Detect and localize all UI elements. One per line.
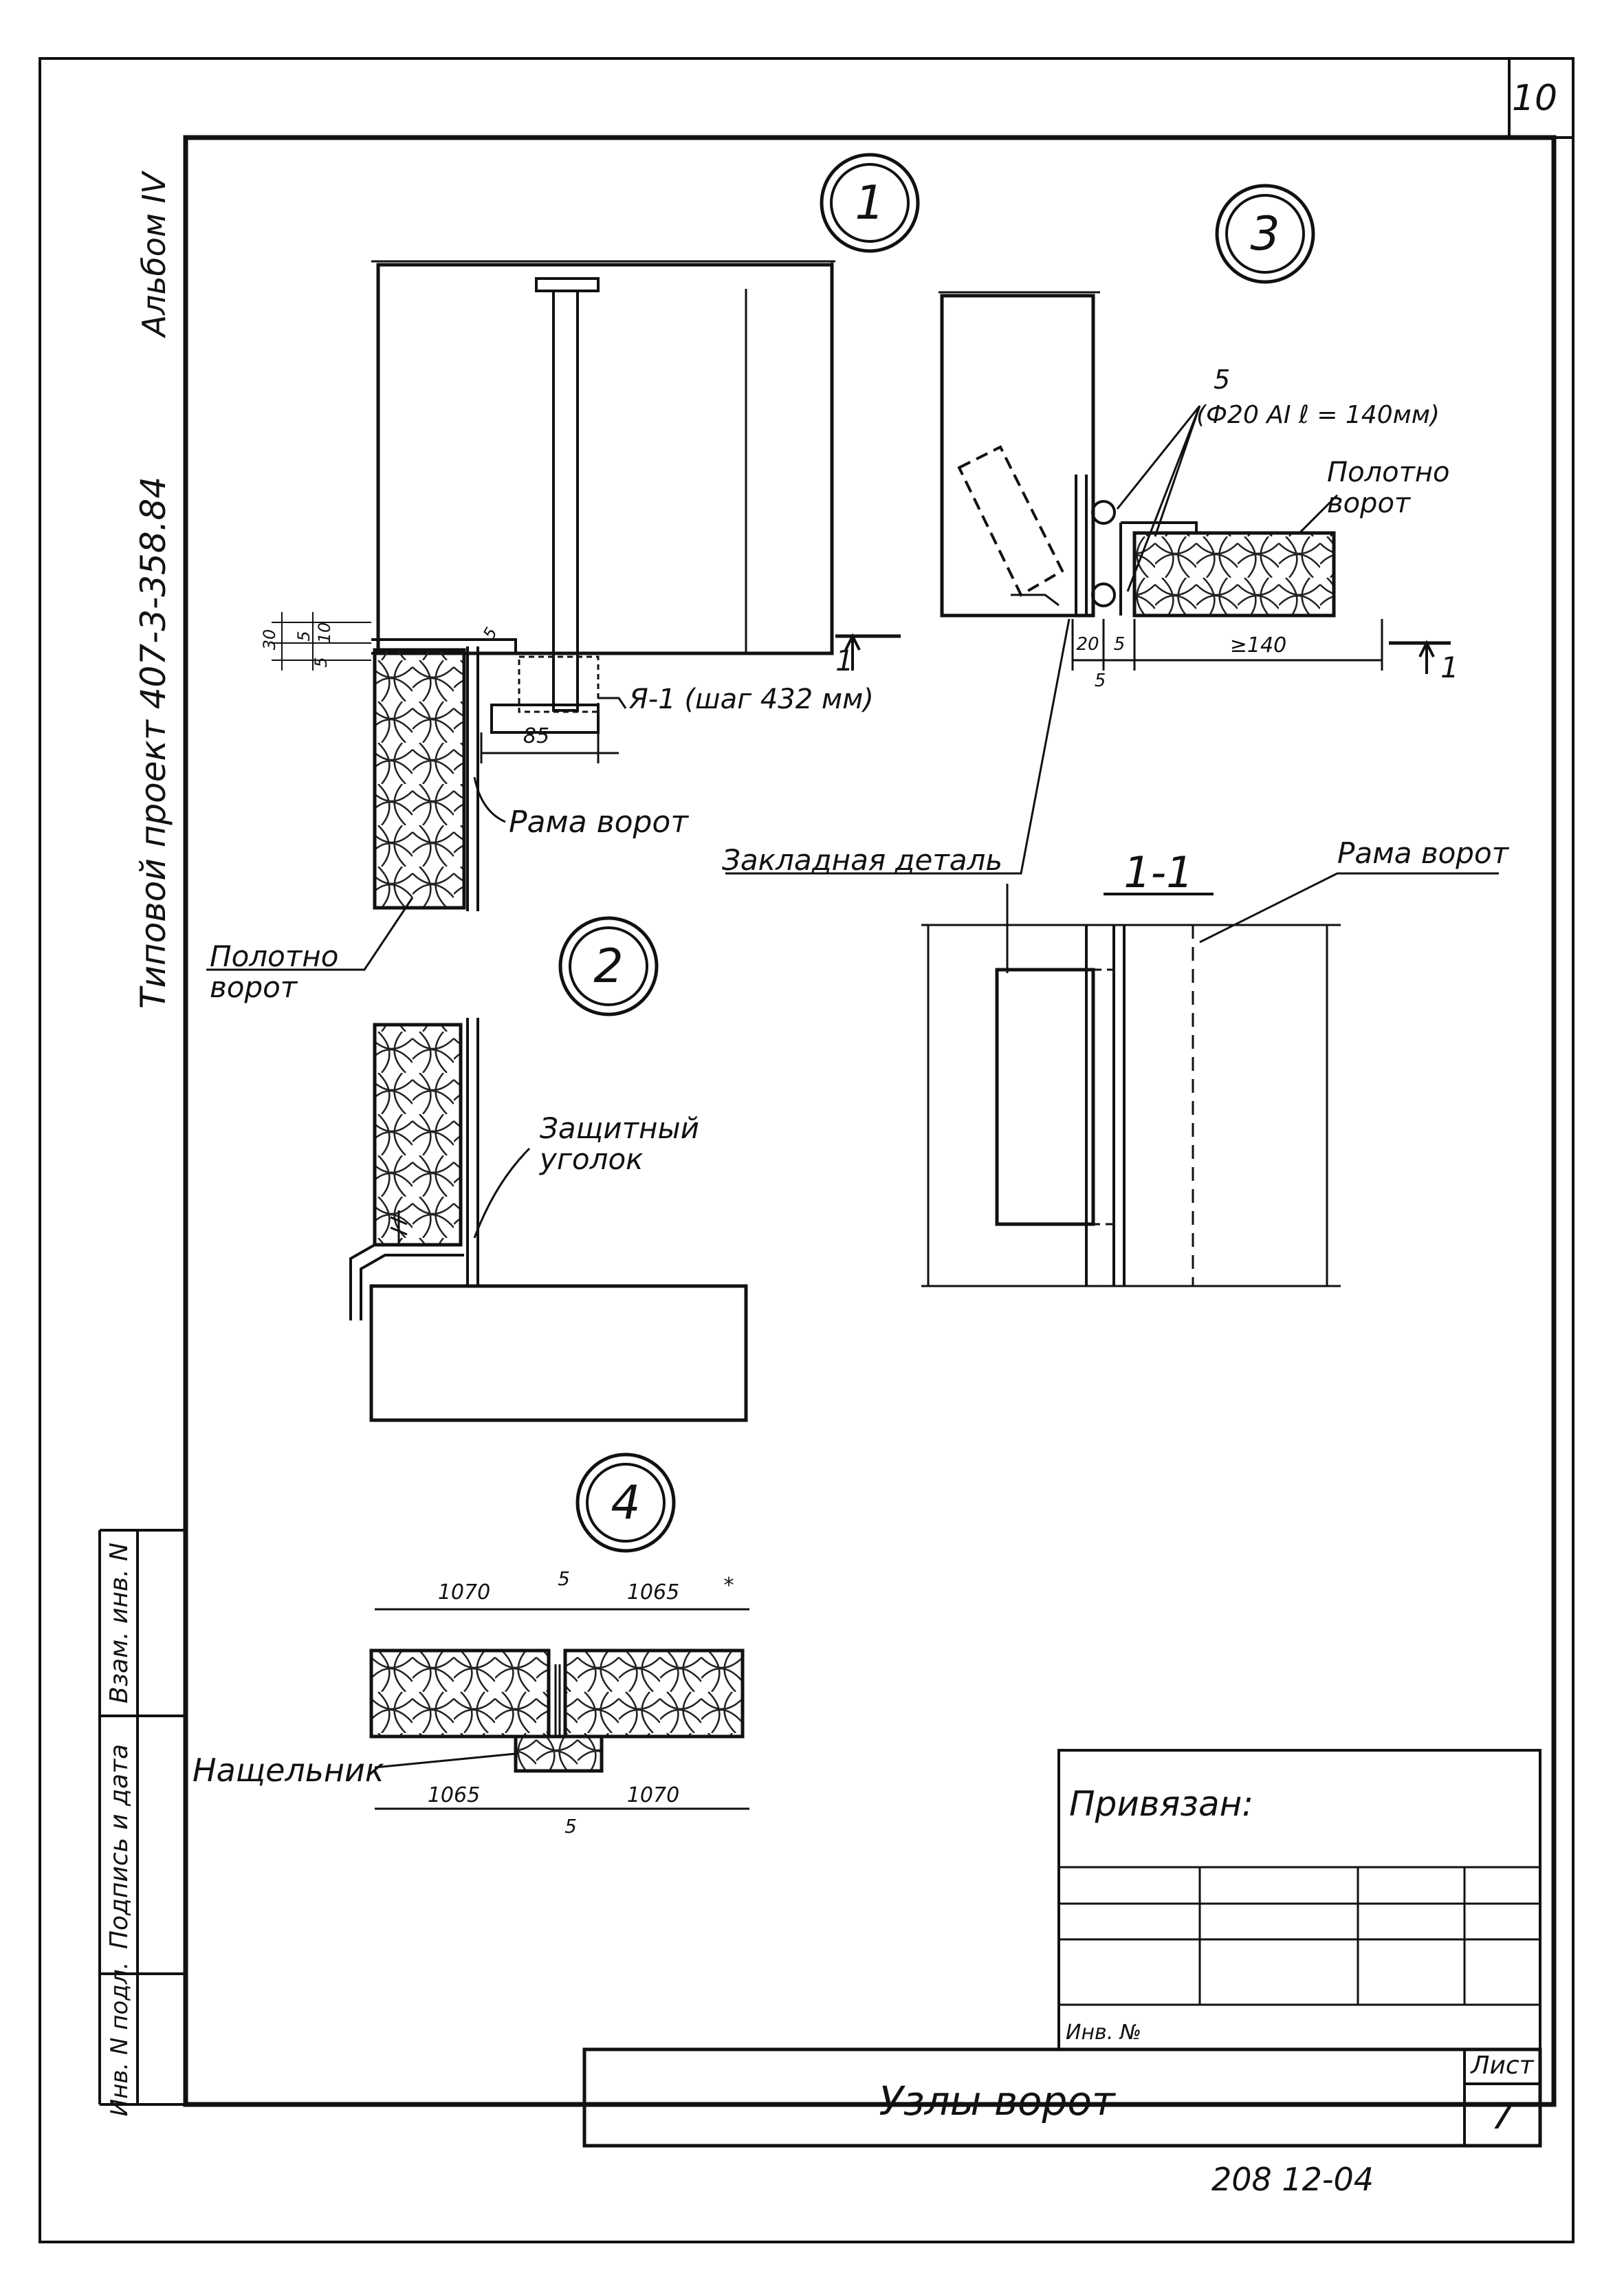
node-4-dim-1065-top: 1065: [627, 1580, 679, 1604]
stamp-replace-inv: Взам. инв. N: [105, 1543, 133, 1703]
node-3-section-mark: 1: [1440, 651, 1459, 684]
node-3-leaf-label-1: Полотно: [1327, 457, 1450, 488]
node-4-dim-1065-bottom: 1065: [428, 1783, 480, 1807]
section-1-1-title: 1-1: [1123, 847, 1193, 897]
node-4-dim-1070-bottom: 1070: [627, 1783, 679, 1807]
node-3-drawing: [725, 184, 1451, 875]
page-number: 10: [1512, 78, 1557, 119]
sheet-label: Лист: [1469, 2051, 1534, 2080]
node-1-leaf-label-1: Полотно: [210, 939, 338, 973]
node-1-anchor-label: Я-1 (шаг 432 мм): [628, 684, 874, 715]
node-1-drawing: [206, 153, 920, 971]
node-3-dim-5b: 5: [1095, 671, 1106, 691]
inv-number-label: Инв. №: [1066, 2021, 1141, 2045]
batten-label: Нащельник: [193, 1752, 384, 1789]
node-4-dim-1070-top: 1070: [438, 1580, 490, 1604]
album-label: Альбом IV: [135, 170, 173, 338]
title-block-grid: [582, 1749, 1542, 2148]
node-1-dim-5b: 5: [311, 657, 331, 667]
stamp-original-inv: Инв. N подл.: [106, 1962, 133, 2117]
node-1-section-mark: 1: [835, 644, 854, 677]
node-1-dim-10: 10: [315, 622, 334, 644]
section-frame-label: Рама ворот: [1337, 836, 1510, 870]
sheet-frame: [39, 57, 1574, 2243]
node-2-angle-label-2: уголок: [538, 1142, 644, 1176]
side-stamp: [98, 1529, 186, 2106]
node-3-dim-5a: 5: [1114, 634, 1126, 655]
node-4-drawing: [369, 1452, 749, 1810]
node-1-marker: 1: [855, 176, 884, 230]
section-1-1-drawing: [921, 872, 1499, 1287]
project-label: Типовой проект 407-3-358.84: [133, 477, 173, 1009]
node-4-dim-5-bottom: 5: [564, 1815, 577, 1838]
drawing-title: Узлы ворот: [879, 2078, 1116, 2124]
embedded-part-label: Закладная деталь: [722, 843, 1002, 877]
node-2-drawing: [349, 916, 748, 1422]
node-3-leaf-label-2: ворот: [1327, 488, 1412, 519]
node-3-rebar-count: 5: [1214, 364, 1230, 395]
node-1-frame-label: Рама ворот: [509, 805, 689, 840]
node-3-dim-20: 20: [1076, 634, 1099, 655]
node-4-star: *: [724, 1574, 734, 1598]
node-3-dim-140: ≥140: [1230, 633, 1286, 657]
node-4-marker: 4: [611, 1476, 640, 1530]
node-3-rebar-spec: (Ф20 АI ℓ = 140мм): [1196, 401, 1440, 429]
node-1-dim-85: 85: [523, 724, 549, 748]
node-1-leaf-label-2: ворот: [210, 970, 298, 1004]
node-1-dim-30: 30: [260, 629, 279, 651]
stamp-signature-date: Подпись и дата: [105, 1744, 133, 1949]
linked-label: Привязан:: [1069, 1784, 1253, 1824]
node-2-angle-label-1: Защитный: [540, 1111, 699, 1145]
node-3-marker: 3: [1250, 207, 1280, 261]
sheet-number: 7: [1491, 2096, 1513, 2137]
node-2-marker: 2: [593, 939, 623, 994]
node-1-dim-5a: 5: [294, 631, 314, 641]
node-4-dim-5-top: 5: [558, 1567, 570, 1590]
stamp-number: 208 12-04: [1211, 2161, 1374, 2198]
